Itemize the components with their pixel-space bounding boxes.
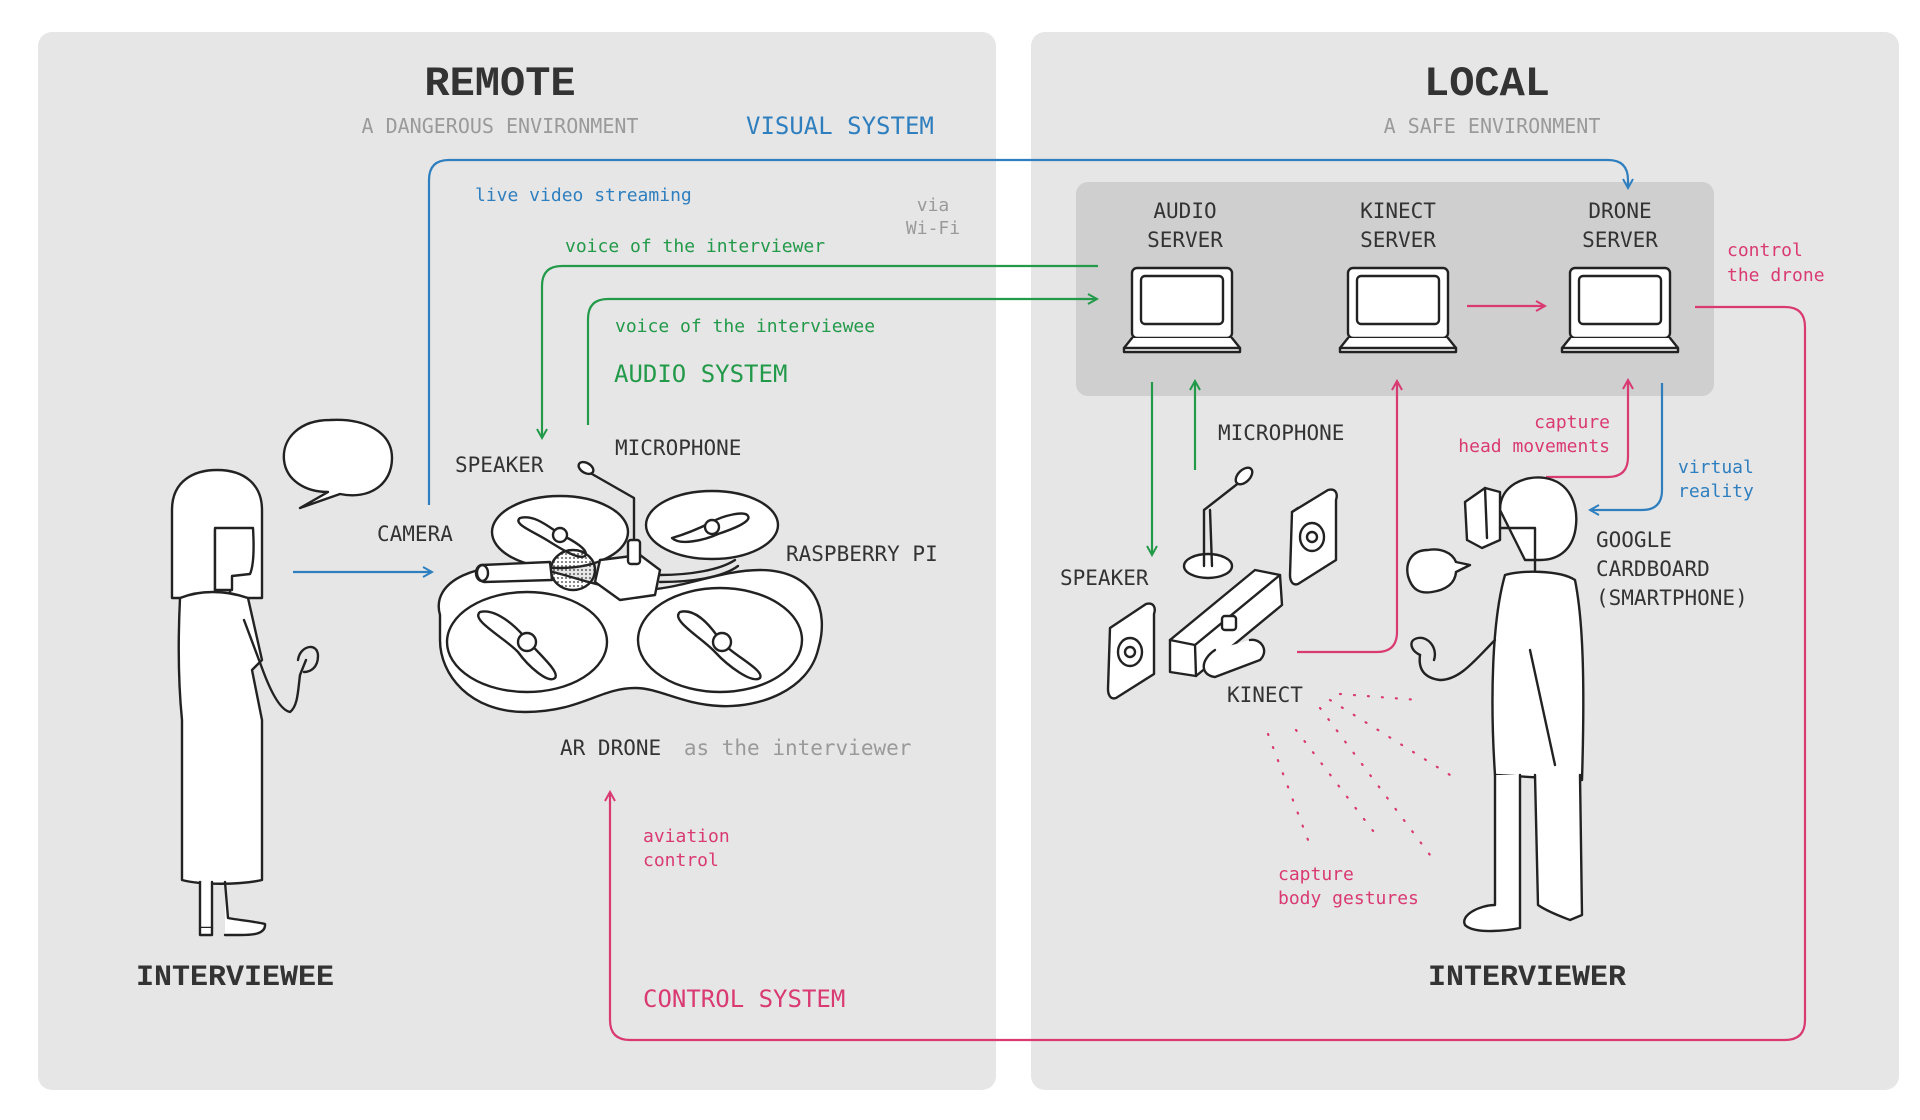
ar-drone-role: as the interviewer bbox=[684, 736, 912, 760]
interviewer-label: INTERVIEWER bbox=[1428, 961, 1626, 995]
local-speaker-right-icon bbox=[1288, 488, 1338, 586]
interviewee-figure bbox=[170, 418, 394, 937]
kinect-server-laptop-icon bbox=[1338, 266, 1458, 354]
ar-drone-name: AR DRONE bbox=[560, 736, 661, 760]
capture-body-label-1: capture bbox=[1278, 864, 1354, 885]
capture-head-label-1: capture bbox=[1534, 412, 1610, 433]
via-label: via bbox=[917, 195, 950, 216]
camera-label: CAMERA bbox=[377, 522, 453, 546]
kinect-to-kinect-server-arrow bbox=[1297, 381, 1397, 654]
audio-server-label-2: SERVER bbox=[1147, 228, 1223, 252]
remote-title: REMOTE bbox=[424, 60, 575, 108]
local-speaker-left-icon bbox=[1106, 602, 1156, 700]
visual-system-label: VISUAL SYSTEM bbox=[746, 112, 934, 140]
voice-interviewer-label: voice of the interviewer bbox=[565, 236, 825, 257]
voice-interviewee-label: voice of the interviewee bbox=[615, 316, 875, 337]
drone-speaker-label: SPEAKER bbox=[455, 453, 544, 477]
control-drone-label-1: control bbox=[1727, 240, 1803, 261]
local-subtitle: A SAFE ENVIRONMENT bbox=[1384, 114, 1601, 138]
kinect-beams bbox=[1266, 692, 1460, 857]
raspberry-label: RASPBERRY PI bbox=[786, 542, 938, 566]
voice-interviewee-arrow bbox=[586, 299, 1097, 425]
capture-head-label-2: head movements bbox=[1458, 436, 1610, 457]
kinect-server-label-2: SERVER bbox=[1360, 228, 1436, 252]
kinect-server-label-1: KINECT bbox=[1360, 199, 1436, 223]
remote-subtitle: A DANGEROUS ENVIRONMENT bbox=[362, 114, 639, 138]
drone-microphone-label: MICROPHONE bbox=[615, 436, 741, 460]
local-title: LOCAL bbox=[1424, 60, 1550, 108]
local-speaker-label: SPEAKER bbox=[1060, 566, 1149, 590]
drone-speaker-icon bbox=[549, 548, 597, 592]
live-video-label: live video streaming bbox=[475, 185, 692, 206]
aviation-label-2: control bbox=[643, 850, 719, 871]
audio-server-label-1: AUDIO bbox=[1153, 199, 1216, 223]
drone-server-laptop-icon bbox=[1560, 266, 1680, 354]
control-loop-arrow bbox=[610, 305, 1807, 1042]
capture-body-label-2: body gestures bbox=[1278, 888, 1419, 909]
virtual-label-2: reality bbox=[1678, 481, 1754, 502]
drone-server-label-1: DRONE bbox=[1588, 199, 1651, 223]
interviewer-speech-bubble-icon bbox=[1406, 548, 1472, 594]
virtual-label-1: virtual bbox=[1678, 457, 1754, 478]
control-system-label: CONTROL SYSTEM bbox=[643, 985, 845, 1013]
local-microphone-label: MICROPHONE bbox=[1218, 421, 1344, 445]
google-label-3: (SMARTPHONE) bbox=[1596, 586, 1748, 610]
control-drone-label-2: the drone bbox=[1727, 265, 1825, 286]
head-movements-arrow bbox=[1546, 380, 1628, 479]
aviation-label-1: aviation bbox=[643, 826, 730, 847]
wifi-label: Wi-Fi bbox=[906, 218, 960, 239]
virtual-reality-arrow bbox=[1590, 383, 1664, 510]
google-label-1: GOOGLE bbox=[1596, 528, 1672, 552]
interviewee-label: INTERVIEWEE bbox=[136, 961, 334, 995]
cardboard-headset-icon bbox=[1463, 486, 1502, 550]
local-microphone-icon bbox=[1182, 466, 1254, 580]
live-video-arrow bbox=[427, 158, 1628, 505]
drone-server-label-2: SERVER bbox=[1582, 228, 1658, 252]
audio-system-label: AUDIO SYSTEM bbox=[614, 360, 787, 388]
speech-bubble-icon bbox=[282, 418, 394, 510]
kinect-label: KINECT bbox=[1227, 683, 1303, 707]
ar-drone-icon bbox=[437, 460, 823, 714]
audio-server-laptop-icon bbox=[1122, 266, 1242, 354]
kinect-sensor-icon bbox=[1168, 568, 1284, 679]
voice-interviewer-arrow bbox=[542, 264, 1098, 438]
google-label-2: CARDBOARD bbox=[1596, 557, 1710, 581]
ar-drone-label: AR DRONE as the interviewer bbox=[560, 736, 911, 760]
interviewer-figure bbox=[1406, 476, 1585, 933]
